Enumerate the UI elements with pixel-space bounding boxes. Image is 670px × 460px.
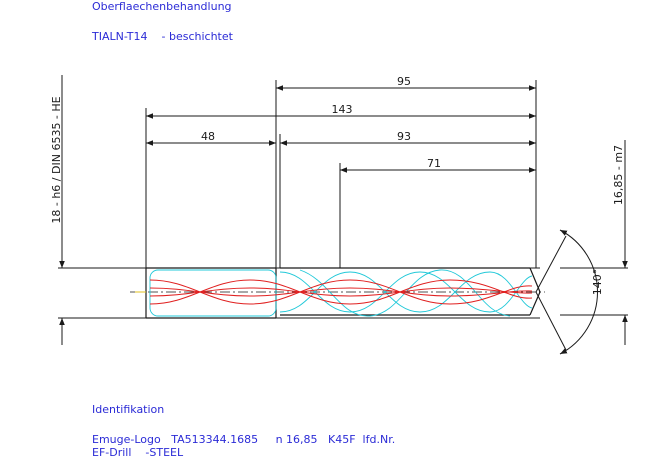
horizontal-dimensions	[146, 85, 536, 173]
shank-tolerance-label: 18 - h6 / DIN 6535 - HE	[50, 96, 63, 223]
coating-note: TIALN-T14 - beschichtet	[91, 30, 234, 43]
dimension-95: 95	[397, 75, 411, 88]
point-angle-label: 140°	[591, 269, 604, 296]
dimension-71: 71	[427, 157, 441, 170]
dimension-143: 143	[332, 103, 353, 116]
identification-line-2: EF-Drill -STEEL	[92, 446, 184, 459]
diameter-tolerance-label: 16,85 - m7	[612, 145, 625, 205]
identification-line-1: Emuge-Logo TA513344.1685 n 16,85 K45F lf…	[92, 433, 395, 446]
identification-heading: Identifikation	[92, 403, 164, 416]
flute-helix-red	[149, 279, 533, 305]
drill-outline	[145, 267, 541, 319]
surface-treatment-heading: Oberflaechenbehandlung	[92, 0, 232, 13]
dimension-93: 93	[397, 130, 411, 143]
dimension-48: 48	[201, 130, 215, 143]
point-angle-dimension	[535, 229, 599, 355]
